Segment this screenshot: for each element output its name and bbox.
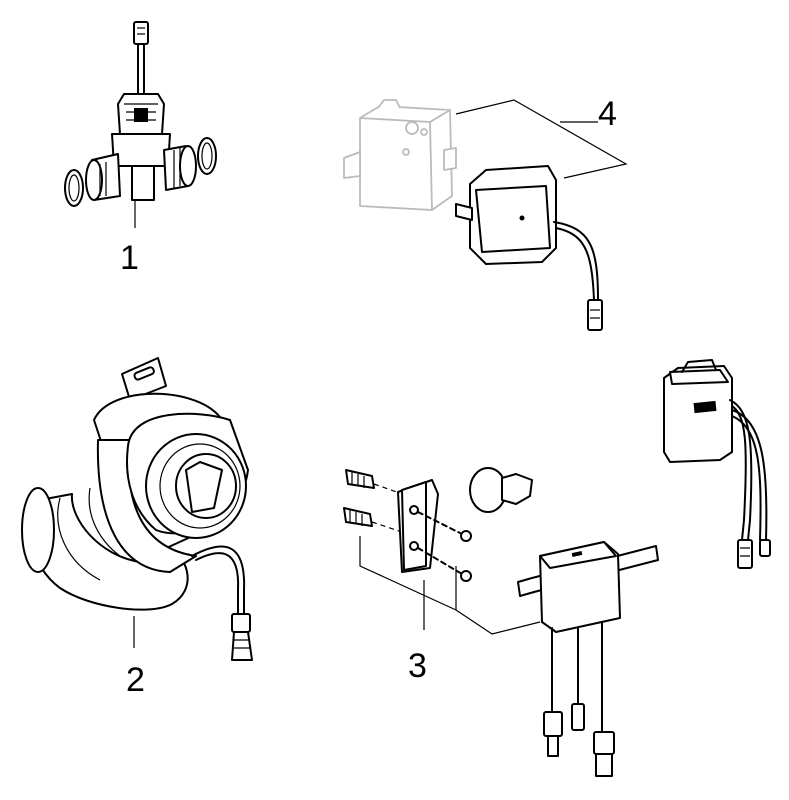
part-3-fixing-set-and-transformer bbox=[343, 467, 659, 777]
part-4-mounting-box-and-sensor bbox=[343, 99, 628, 331]
part-1-valve bbox=[64, 21, 217, 228]
callout-3: 3 bbox=[408, 647, 427, 685]
callout-2: 2 bbox=[126, 661, 145, 699]
sensor-module bbox=[663, 359, 771, 569]
callout-4: 4 bbox=[598, 95, 617, 133]
callout-1: 1 bbox=[120, 239, 139, 277]
part-2-siphon-trap bbox=[21, 357, 253, 661]
